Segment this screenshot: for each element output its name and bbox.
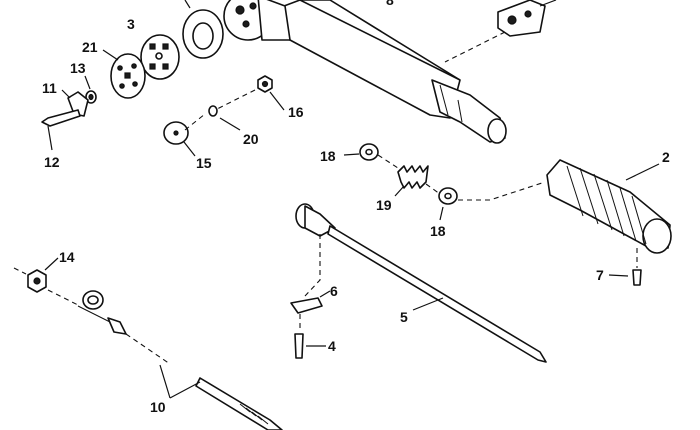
throttle-bracket <box>497 0 557 37</box>
callout-13: 13 <box>70 60 86 76</box>
callout-16: 16 <box>288 104 304 120</box>
callout-12: 12 <box>44 154 60 170</box>
callout-11: 11 <box>42 80 57 96</box>
mounting-plate <box>102 49 146 99</box>
callout-14: 14 <box>59 249 75 265</box>
hex-nut-14 <box>13 257 59 293</box>
handle-grip <box>546 159 672 254</box>
callout-labels: 8 3 21 13 11 12 16 20 15 18 19 18 2 7 6 … <box>42 0 670 415</box>
callout-2: 2 <box>662 149 670 165</box>
callout-8: 8 <box>386 0 394 8</box>
friction-plate <box>140 34 180 80</box>
snap-ring <box>208 105 241 131</box>
callout-5: 5 <box>400 309 408 325</box>
callout-18-lower: 18 <box>430 223 446 239</box>
spring <box>394 165 429 197</box>
callout-3: 3 <box>127 16 135 32</box>
hex-nut-16 <box>257 75 285 111</box>
callout-18-upper: 18 <box>320 148 336 164</box>
callout-19: 19 <box>376 197 392 213</box>
screw <box>41 109 81 151</box>
throttle-cable <box>77 305 283 430</box>
flat-washer <box>163 121 196 157</box>
callout-4: 4 <box>328 338 336 354</box>
callout-6: 6 <box>330 283 338 299</box>
callout-20: 20 <box>243 131 259 147</box>
callout-15: 15 <box>196 155 212 171</box>
callout-10: 10 <box>150 399 166 415</box>
washer-18-upper <box>343 143 379 161</box>
cable-grommet <box>82 290 104 310</box>
tiller-arm <box>223 0 507 144</box>
bolt <box>294 333 326 359</box>
throttle-shaft <box>295 203 547 363</box>
friction-ring <box>182 0 224 59</box>
callout-7: 7 <box>596 267 604 283</box>
callout-21: 21 <box>82 39 98 55</box>
retaining-clip <box>290 290 331 314</box>
washer-18-lower <box>438 187 458 221</box>
grip-screw <box>608 248 642 286</box>
